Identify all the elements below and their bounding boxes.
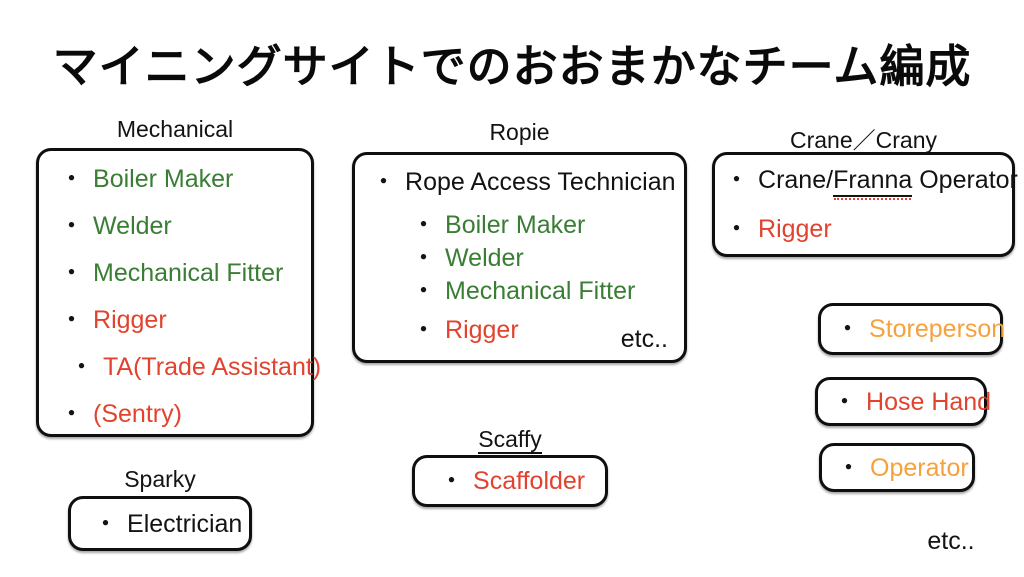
role-label: Scaffolder [473,467,586,495]
bullet-icon: ・ [411,277,437,305]
slide-title: マイニングサイトでのおおまかなチーム編成 [52,41,972,92]
role-label: Rigger [93,306,167,334]
group-label-scaffy: Scaffy [412,426,608,458]
role-label: Mechanical Fitter [93,259,284,287]
bullet-icon: ・ [93,509,119,538]
team-role-item: ・ Mechanical Fitter [411,275,684,308]
team-role-item: ・ Operator [836,453,969,483]
team-role-item: ・ Rigger [59,305,311,335]
role-label: Rigger [445,316,519,344]
bullet-icon: ・ [836,453,862,482]
group-label-sparky: Sparky [124,466,196,492]
bullet-icon: ・ [832,387,858,416]
group-box-crane: ・ Crane/Franna Operator ・ Rigger [712,152,1018,257]
team-role-item: ・ TA(Trade Assistant) [69,352,321,382]
role-label: TA(Trade Assistant) [103,353,322,381]
role-label: Boiler Maker [445,211,586,239]
role-label-suffix: Operator [912,166,1018,194]
group-box-hose-hand: ・ Hose Hand [815,377,991,426]
group-box-storeperson: ・ Storeperson [818,303,1005,355]
role-misspelled-word: Franna [833,166,913,199]
team-role-item: ・ Hose Hand [832,387,991,417]
scaffy-label-misspelled-word: Scaffy [478,426,542,458]
role-label: Hose Hand [866,387,992,416]
group-label-ropie: Ropie [489,119,550,145]
group-box-mechanical: ・ Boiler Maker ・ Welder ・ Mechanical Fit… [36,148,321,437]
bullet-icon: ・ [59,400,85,428]
team-role-item: ・ Welder [59,211,311,241]
bullet-icon: ・ [59,306,85,334]
role-label: Rigger [758,214,832,243]
team-role-item: ・ Scaffolder [439,466,585,496]
team-role-item: ・ Boiler Maker [59,164,311,194]
bullet-icon: ・ [59,212,85,240]
group-box-scaffy: ・ Scaffolder [412,455,608,507]
team-role-item: ・ Rigger [724,214,1012,244]
bullet-icon: ・ [439,467,465,495]
team-role-item: ・ Rigger [411,315,684,345]
bullet-icon: ・ [411,244,437,272]
bullet-icon: ・ [724,214,750,243]
team-role-item: ・ Electrician [93,509,242,539]
role-label: Electrician [127,509,243,538]
role-label: Welder [93,212,172,240]
role-label: Operator [870,453,969,482]
footer-etc-note: etc.. [927,527,975,555]
group-label-mechanical: Mechanical [116,116,234,142]
crane-label-prefix: Crane／ [789,127,876,153]
bullet-icon: ・ [59,259,85,287]
team-role-item: ・ Welder [411,242,684,275]
team-role-item: ・ Boiler Maker [411,209,684,242]
role-label: Crane/Franna Operator [758,165,1018,199]
team-role-item: ・ Rope Access Technician [371,167,684,197]
role-label-prefix: Crane/ [758,166,834,194]
team-role-item: ・ Mechanical Fitter [59,258,311,288]
group-box-operator: ・ Operator [819,443,975,492]
bullet-icon: ・ [411,211,437,239]
role-label: Storeperson [869,315,1006,343]
bullet-icon: ・ [411,316,437,344]
team-role-item: ・ Crane/Franna Operator [724,165,1018,199]
ropie-sub-list: ・ Boiler Maker ・ Welder ・ Mechanical Fit… [411,209,684,308]
bullet-icon: ・ [835,315,861,343]
group-label-crane: Crane／Crany [712,121,1015,159]
team-role-item: ・ (Sentry) [59,399,311,429]
bullet-icon: ・ [724,166,750,194]
role-label: Mechanical Fitter [445,277,636,305]
team-role-item: ・ Storeperson [835,314,1005,344]
group-box-sparky: ・ Electrician [68,496,252,551]
bullet-icon: ・ [59,165,85,193]
role-label: Boiler Maker [93,165,234,193]
bullet-icon: ・ [69,353,95,381]
bullet-icon: ・ [371,168,397,196]
role-label: (Sentry) [93,400,182,428]
role-label: Welder [445,244,524,272]
etc-note: etc.. [620,325,668,353]
group-box-ropie: ・ Rope Access Technician ・ Boiler Maker … [352,152,687,363]
role-label: Rope Access Technician [405,168,676,196]
